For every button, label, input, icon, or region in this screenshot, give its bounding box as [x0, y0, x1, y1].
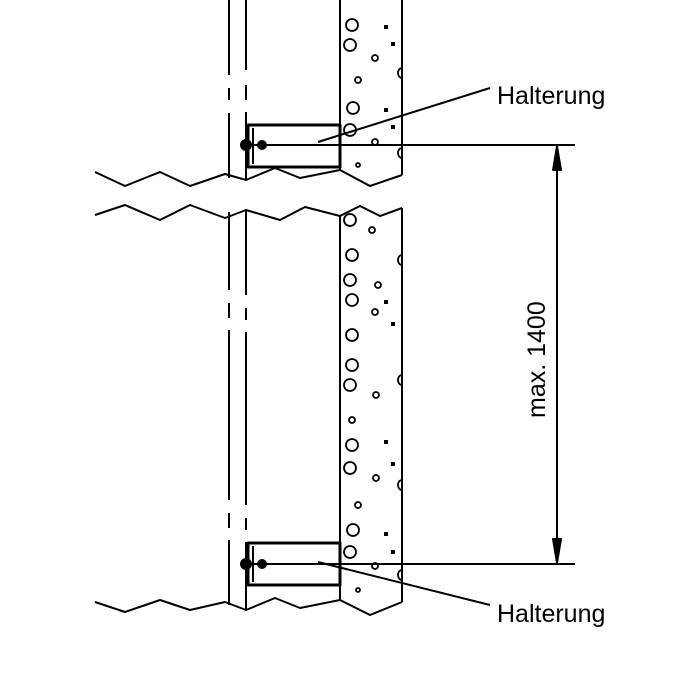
bracket-top — [240, 123, 575, 169]
bolt-icon — [240, 558, 252, 570]
panel-lower — [228, 208, 403, 610]
label-halterung-top: Halterung — [497, 82, 605, 110]
concrete-dots — [384, 25, 395, 554]
dimension-label: max. 1400 — [523, 301, 551, 418]
leader-bottom — [317, 561, 491, 606]
concrete-aggregate — [343, 18, 403, 593]
label-halterung-bottom: Halterung — [497, 600, 605, 628]
bracket-bottom — [240, 541, 575, 587]
bolt-icon — [240, 139, 252, 151]
break-line-upper — [94, 167, 403, 187]
break-line-bottom — [94, 597, 403, 616]
dimension-line — [552, 145, 562, 564]
leader-top — [317, 87, 491, 143]
panel-upper — [228, 0, 403, 180]
break-line-upper-2 — [94, 204, 403, 221]
